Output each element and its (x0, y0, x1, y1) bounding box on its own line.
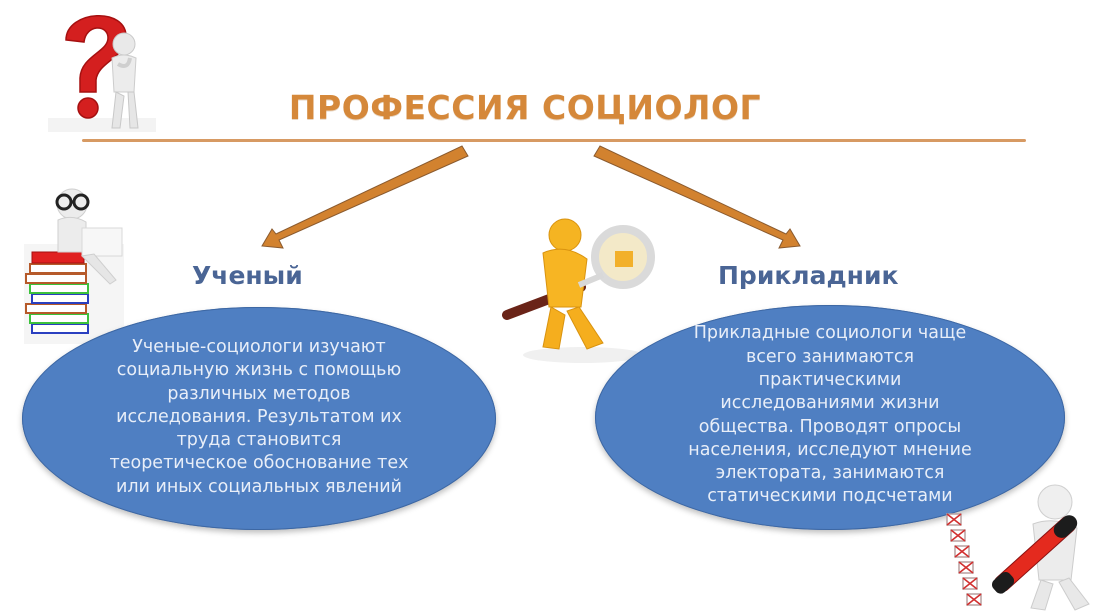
branch-heading-practitioner: Прикладник (718, 261, 899, 290)
branch-heading-scholar: Ученый (192, 261, 303, 290)
scholar-on-books-with-laptop-icon (24, 188, 124, 344)
figure-with-pen-checklist-icon (946, 484, 1090, 611)
question-mark-figure-icon (48, 15, 156, 132)
practitioner-description-text: Прикладные социологи чаще всего занимают… (688, 323, 972, 507)
figure-with-magnifying-glass-icon (502, 218, 655, 363)
title-underline (82, 139, 1026, 142)
arrow-to-practitioner-icon (593, 145, 801, 249)
practitioner-description-oval: Прикладные социологи чаще всего занимают… (595, 305, 1065, 530)
scholar-description-text: Ученые-социологи изучают социальную жизн… (109, 336, 409, 497)
slide-title: ПРОФЕССИЯ СОЦИОЛОГ (288, 88, 762, 127)
arrow-to-scholar-icon (261, 145, 469, 249)
scholar-description-oval: Ученые-социологи изучают социальную жизн… (22, 307, 496, 530)
